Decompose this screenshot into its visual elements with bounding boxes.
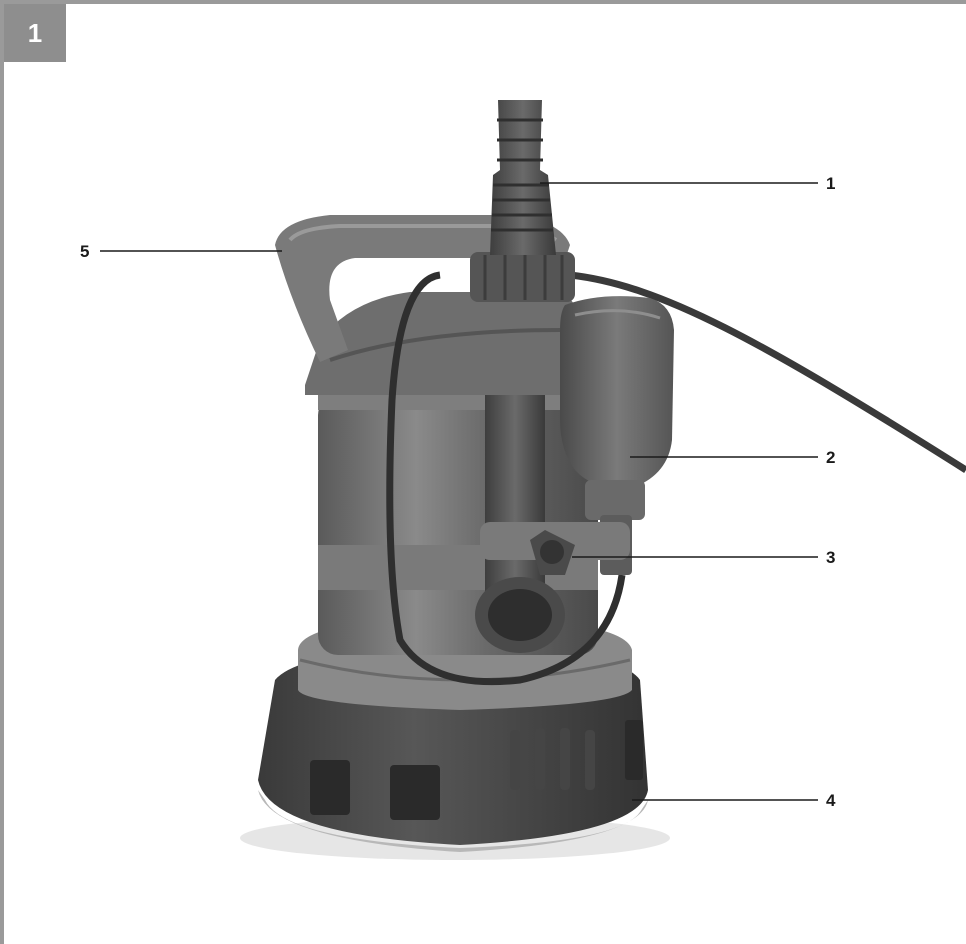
power-cable [569,271,966,473]
callout-label-5: 5 [80,242,90,261]
outlet-nut [470,252,575,302]
frame-top-border [0,0,966,4]
base-vents [310,720,643,820]
callout-label-1: 1 [826,174,836,193]
callout-label-3: 3 [826,548,836,567]
leader-lines [100,182,818,801]
hose-connector [490,100,556,255]
figure-number-badge: 1 [4,4,66,62]
float-clip [585,480,645,520]
pump-head [305,292,590,395]
float-cable [386,271,626,686]
outlet-nut-ribs [483,255,564,300]
frame-left-border [0,0,4,944]
connector-rings [491,118,553,232]
callout-label-2: 2 [826,448,836,467]
float-switch [560,296,674,489]
callout-label-4: 4 [826,791,836,810]
